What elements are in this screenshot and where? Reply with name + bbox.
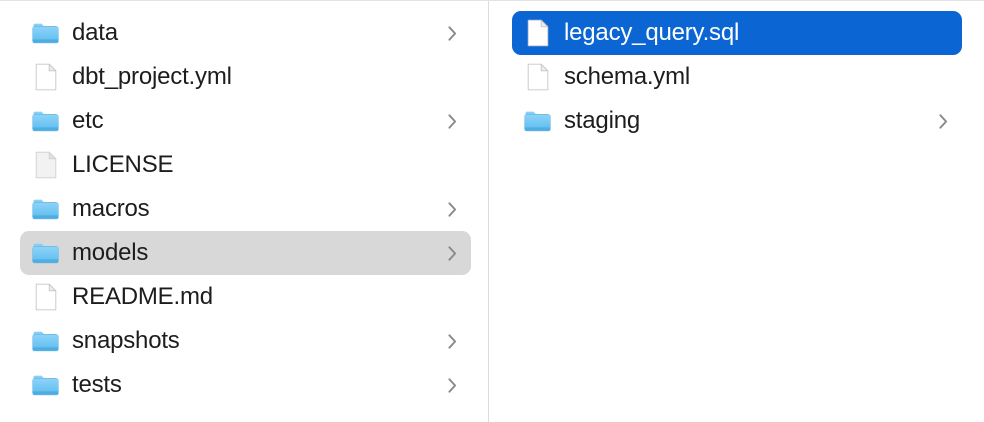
folder-icon	[32, 326, 59, 356]
folder-row[interactable]: macros	[20, 187, 471, 231]
item-label: macros	[72, 195, 150, 222]
document-icon	[524, 18, 551, 48]
folder-icon	[32, 106, 59, 136]
item-label: tests	[72, 371, 122, 398]
folder-row[interactable]: snapshots	[20, 319, 471, 363]
folder-row[interactable]: models	[20, 231, 471, 275]
folder-icon	[32, 194, 59, 224]
folder-icon	[524, 106, 551, 136]
file-row[interactable]: LICENSE	[20, 143, 471, 187]
document-icon	[32, 282, 59, 312]
item-label: README.md	[72, 283, 213, 310]
document-icon	[524, 62, 551, 92]
file-list-child: legacy_query.sql schema.yml staging	[490, 1, 984, 143]
chevron-right-icon[interactable]	[445, 330, 459, 352]
item-label: schema.yml	[564, 63, 691, 90]
chevron-right-icon[interactable]	[445, 110, 459, 132]
item-label: staging	[564, 107, 640, 134]
folder-row[interactable]: data	[20, 11, 471, 55]
item-label: etc	[72, 107, 104, 134]
file-row[interactable]: README.md	[20, 275, 471, 319]
item-label: legacy_query.sql	[564, 19, 740, 46]
item-label: models	[72, 239, 149, 266]
chevron-right-icon[interactable]	[445, 242, 459, 264]
item-label: snapshots	[72, 327, 180, 354]
finder-column-child[interactable]: legacy_query.sql schema.yml staging	[490, 1, 984, 422]
folder-icon	[32, 18, 59, 48]
file-row[interactable]: dbt_project.yml	[20, 55, 471, 99]
folder-icon	[32, 370, 59, 400]
folder-row[interactable]: tests	[20, 363, 471, 407]
folder-row[interactable]: etc	[20, 99, 471, 143]
item-label: LICENSE	[72, 151, 174, 178]
item-label: dbt_project.yml	[72, 63, 232, 90]
chevron-right-icon[interactable]	[445, 22, 459, 44]
chevron-right-icon[interactable]	[445, 374, 459, 396]
item-label: data	[72, 19, 118, 46]
folder-icon	[32, 238, 59, 268]
chevron-right-icon[interactable]	[936, 110, 950, 132]
file-row[interactable]: legacy_query.sql	[512, 11, 962, 55]
document-icon	[32, 62, 59, 92]
chevron-right-icon[interactable]	[445, 198, 459, 220]
file-row[interactable]: schema.yml	[512, 55, 962, 99]
document-generic-icon	[32, 150, 59, 180]
folder-row[interactable]: staging	[512, 99, 962, 143]
